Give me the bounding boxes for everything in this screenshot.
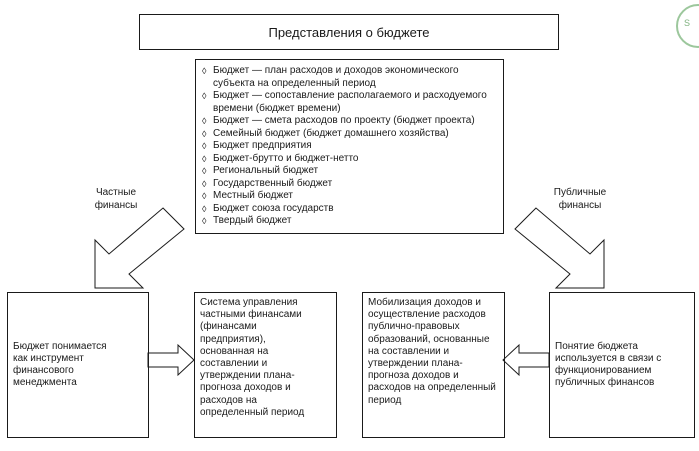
budget-definition-item: ◊ Твердый бюджет	[201, 215, 499, 228]
budget-definition-item: ◊ Бюджет союза государств	[201, 203, 499, 216]
title-box: Представления о бюджете	[139, 14, 559, 50]
budget-definition-text: Бюджет — план расходов и доходов экономи…	[213, 65, 459, 89]
private-finance-label: Частные финансы	[80, 186, 152, 212]
budget-definition-text: Бюджет союза государств	[213, 202, 334, 214]
diamond-bullet-icon: ◊	[202, 128, 207, 139]
diamond-bullet-icon: ◊	[202, 178, 207, 189]
arrow-to-public-system	[502, 343, 550, 377]
diamond-bullet-icon: ◊	[202, 116, 207, 126]
diamond-bullet-icon: ◊	[202, 216, 207, 226]
budget-definition-text: Региональный бюджет	[213, 165, 319, 176]
public-finance-label-text: Публичные финансы	[553, 187, 607, 211]
diamond-bullet-icon: ◊	[202, 66, 207, 76]
budget-definition-item: ◊ Местный бюджет	[201, 190, 499, 203]
left-diagonal-arrow	[94, 207, 185, 289]
private-finance-system-box: Система управления частными финансами (ф…	[194, 292, 337, 438]
diamond-bullet-icon: ◊	[202, 153, 207, 164]
budget-definitions-box: ◊ Бюджет — план расходов и доходов эконом…	[195, 59, 504, 234]
diamond-bullet-icon: ◊	[202, 91, 207, 101]
budget-definition-text: Бюджет предприятия	[213, 140, 312, 151]
diamond-bullet-icon: ◊	[202, 141, 207, 151]
budget-definition-text: Твердый бюджет	[213, 215, 292, 226]
private-finance-system-text: Система управления частными финансами (ф…	[200, 297, 305, 418]
public-finance-concept-text: Понятие бюджета используется в связи с ф…	[555, 340, 662, 389]
budget-definition-text: Бюджет-брутто и бюджет-нетто	[213, 152, 359, 164]
public-finance-label: Публичные финансы	[544, 186, 616, 212]
budget-definition-item: ◊ Бюджет — смета расходов по проекту (бюд…	[201, 115, 499, 128]
diamond-bullet-icon: ◊	[202, 166, 207, 176]
public-finance-concept-box: Понятие бюджета используется в связи с ф…	[549, 292, 695, 438]
budget-definition-text: Семейный бюджет (бюджет домашнего хозяйс…	[213, 127, 449, 139]
budget-definition-text: Бюджет — сопоставление располагаемого и …	[213, 90, 487, 114]
diagram-title: Представления о бюджете	[268, 24, 430, 40]
private-finance-label-text: Частные финансы	[94, 187, 138, 211]
budget-definition-item: ◊ Бюджет-брутто и бюджет-нетто	[201, 153, 499, 166]
diamond-bullet-icon: ◊	[202, 203, 207, 214]
budget-definition-text: Бюджет — смета расходов по проекту (бюдж…	[213, 115, 475, 126]
public-finance-system-text: Мобилизация доходов и осуществление расх…	[368, 297, 496, 406]
right-diagonal-arrow	[514, 207, 605, 289]
logo-mark: S	[684, 18, 691, 28]
budget-definition-item: ◊ Бюджет — сопоставление располагаемого и…	[201, 90, 499, 115]
financial-management-box: Бюджет понимается как инструмент финансо…	[7, 292, 149, 438]
budget-definition-item: ◊ Семейный бюджет (бюджет домашнего хозяй…	[201, 128, 499, 141]
budget-definition-item: ◊ Бюджет предприятия	[201, 140, 499, 153]
budget-definition-text: Местный бюджет	[213, 190, 293, 201]
financial-management-text: Бюджет понимается как инструмент финансо…	[13, 340, 107, 389]
budget-definition-item: ◊ Бюджет — план расходов и доходов эконом…	[201, 65, 499, 90]
budget-definition-text: Государственный бюджет	[213, 177, 333, 189]
budget-definition-item: ◊ Региональный бюджет	[201, 165, 499, 178]
public-finance-system-box: Мобилизация доходов и осуществление расх…	[362, 292, 505, 438]
budget-definition-item: ◊ Государственный бюджет	[201, 178, 499, 191]
arrow-to-private-system	[147, 343, 195, 377]
diamond-bullet-icon: ◊	[202, 191, 207, 201]
budget-definitions-list: ◊ Бюджет — план расходов и доходов эконом…	[201, 65, 499, 228]
